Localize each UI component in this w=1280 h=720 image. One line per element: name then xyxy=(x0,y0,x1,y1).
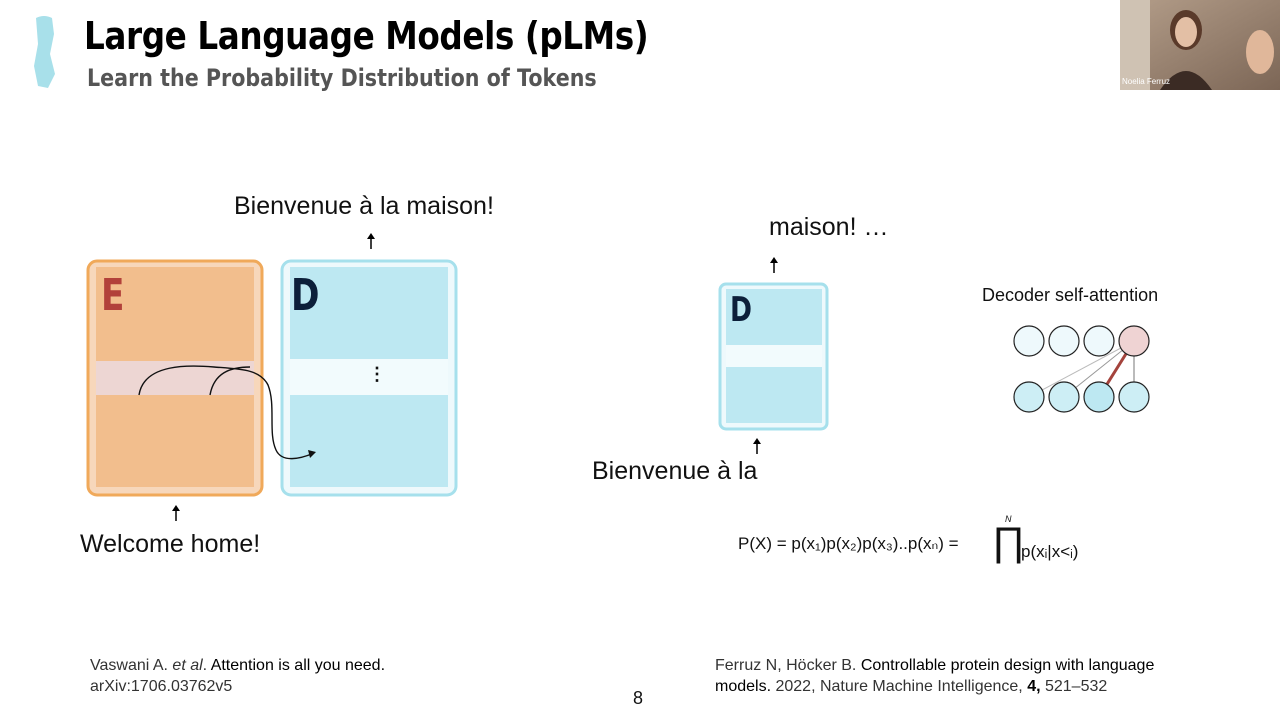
reference-vaswani-id: arXiv:1706.03762v5 xyxy=(90,678,233,695)
reference-ferruz-volume: 4, xyxy=(1027,678,1041,695)
right-output-text: maison! … xyxy=(769,213,889,241)
brush-accent-stripe xyxy=(34,16,55,88)
reference-vaswani: Vaswani A. et al. Attention is all you n… xyxy=(90,655,385,697)
reference-ferruz-pages: 521–532 xyxy=(1040,678,1108,695)
page-number: 8 xyxy=(633,688,644,708)
encoder-block xyxy=(86,259,264,497)
left-output-text: Bienvenue à la maison! xyxy=(234,192,494,220)
probability-formula-term: p(xᵢ|x<ᵢ) xyxy=(1021,542,1079,561)
decoder-letter-left: D xyxy=(291,270,320,321)
participant-name-label: Noelia Ferruz xyxy=(1122,77,1171,86)
reference-ferruz: Ferruz N, Höcker B. Controllable protein… xyxy=(715,655,1154,697)
reference-vaswani-dot: . xyxy=(202,657,211,674)
right-input-text: Bienvenue à la xyxy=(592,457,758,485)
encoder-letter: E xyxy=(101,270,125,321)
left-input-text: Welcome home! xyxy=(80,530,261,558)
attention-node-top-4 xyxy=(1118,325,1150,357)
participant-video-tile[interactable] xyxy=(1120,0,1280,90)
decoder-block-left xyxy=(280,259,458,497)
right-output-arrow xyxy=(770,257,778,273)
attention-node-bottom-1 xyxy=(1013,381,1045,413)
product-upper-limit: N xyxy=(1005,514,1012,524)
attention-node-top-1 xyxy=(1013,325,1045,357)
cross-attention-curve xyxy=(138,365,316,460)
self-attention-graph xyxy=(1013,325,1150,413)
right-input-arrow xyxy=(753,438,761,454)
reference-vaswani-authors: Vaswani A. xyxy=(90,657,173,674)
left-output-arrow xyxy=(367,233,375,249)
attention-node-top-2 xyxy=(1048,325,1080,357)
participant-video-frame xyxy=(1120,0,1280,90)
slide-subtitle: Learn the Probability Distribution of To… xyxy=(87,64,597,92)
attention-node-bottom-3 xyxy=(1083,381,1115,413)
reference-ferruz-title-2: models. xyxy=(715,678,772,695)
reference-vaswani-etal: et al xyxy=(172,657,203,674)
attention-node-bottom-4 xyxy=(1118,381,1150,413)
reference-ferruz-authors: Ferruz N, Höcker B. xyxy=(715,657,861,674)
product-symbol: ∏ xyxy=(992,520,1025,564)
probability-formula-lhs: P(X) = p(x₁)p(x₂)p(x₃)..p(xₙ) = xyxy=(738,534,959,553)
slide-title: Large Language Models (pLMs) xyxy=(84,14,649,58)
reference-vaswani-title: Attention is all you need. xyxy=(210,657,386,674)
attention-node-bottom-2 xyxy=(1048,381,1080,413)
reference-ferruz-title-1: Controllable protein design with languag… xyxy=(860,657,1155,674)
reference-ferruz-journal: 2022, Nature Machine Intelligence, xyxy=(771,678,1028,695)
attention-title: Decoder self-attention xyxy=(982,285,1159,305)
decoder-letter-right: D xyxy=(730,290,753,330)
decoder-block-right xyxy=(718,282,829,431)
decoder-ellipsis: ⋮ xyxy=(368,364,386,384)
left-input-arrow xyxy=(172,505,180,521)
attention-node-top-3 xyxy=(1083,325,1115,357)
